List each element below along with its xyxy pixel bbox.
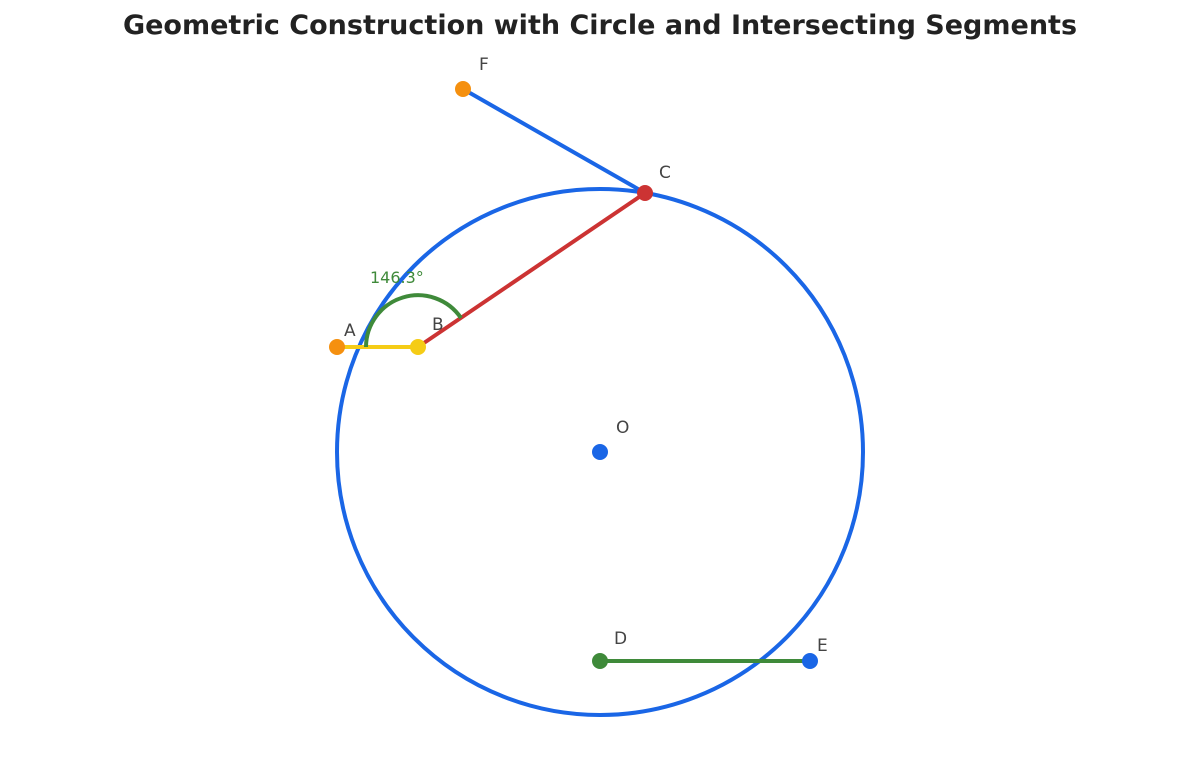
point-c xyxy=(637,185,653,201)
diagram-title: Geometric Construction with Circle and I… xyxy=(122,10,1078,41)
label-f: F xyxy=(479,55,489,75)
circle-o xyxy=(335,187,865,717)
point-d xyxy=(592,653,608,669)
label-d: D xyxy=(614,629,627,649)
segment-bc xyxy=(416,191,647,349)
point-b xyxy=(410,339,426,355)
label-e: E xyxy=(817,636,828,656)
angle-arc-abc xyxy=(364,293,463,348)
angle-label: 146.3° xyxy=(370,268,424,287)
point-a xyxy=(329,339,345,355)
point-f xyxy=(455,81,471,97)
label-a: A xyxy=(344,321,356,341)
segment-fc xyxy=(461,87,647,195)
label-o: O xyxy=(616,418,629,438)
label-c: C xyxy=(659,163,671,183)
label-b: B xyxy=(432,315,444,335)
point-e xyxy=(802,653,818,669)
point-o xyxy=(592,444,608,460)
